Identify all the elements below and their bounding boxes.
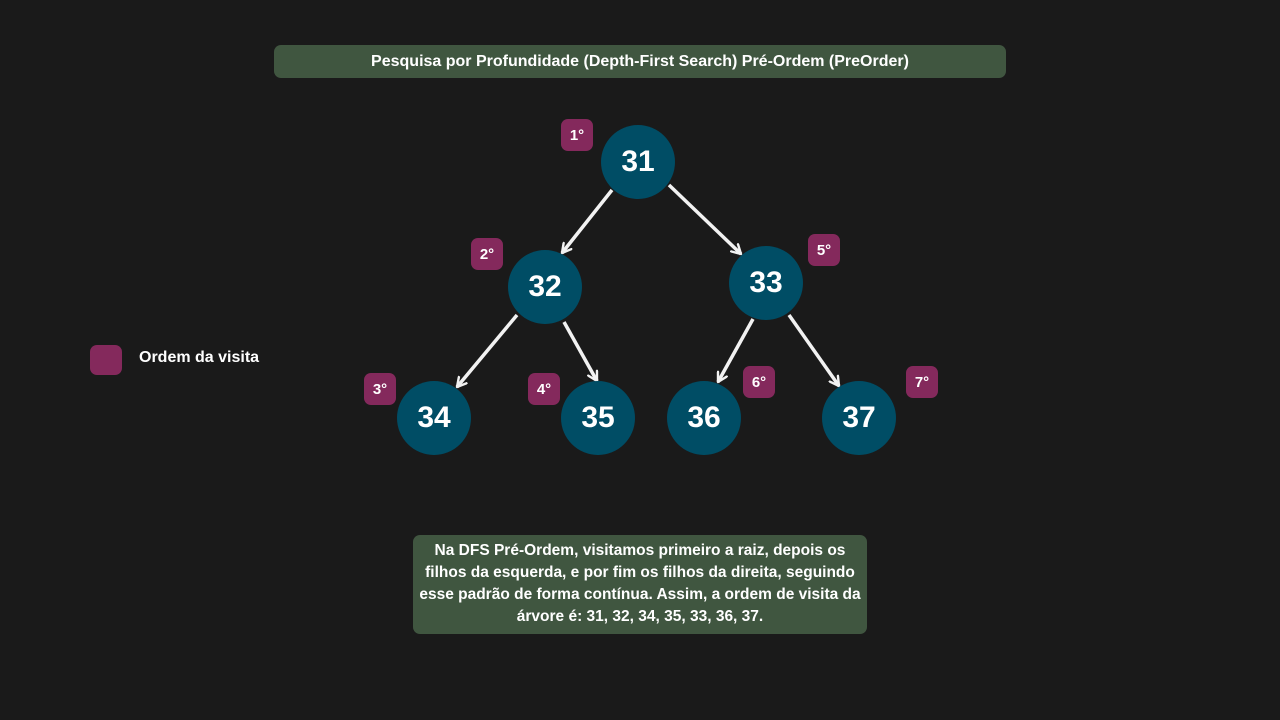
diagram-title: Pesquisa por Profundidade (Depth-First S… [274,45,1006,78]
visit-order-badge-31: 1° [561,119,593,151]
edge-31-33 [667,183,743,256]
tree-node-34: 34 [397,381,471,455]
explanation-panel: Na DFS Pré-Ordem, visitamos primeiro a r… [413,535,867,634]
edge-31-32 [560,188,614,253]
tree-node-35: 35 [561,381,635,455]
visit-order-badge-32: 2° [471,238,503,270]
edge-32-34 [455,313,519,387]
edge-32-35 [562,321,599,381]
visit-order-badge-35: 4° [528,373,560,405]
edge-33-36 [716,318,755,382]
visit-order-badge-37: 7° [906,366,938,398]
visit-order-badge-36: 6° [743,366,775,398]
visit-order-badge-34: 3° [364,373,396,405]
legend-label: Ordem da visita [139,349,260,366]
tree-node-37: 37 [822,381,896,455]
tree-node-32: 32 [508,250,582,324]
legend-swatch [90,345,122,375]
edge-33-37 [787,313,841,386]
tree-node-31: 31 [601,125,675,199]
tree-node-36: 36 [667,381,741,455]
visit-order-badge-33: 5° [808,234,840,266]
tree-node-33: 33 [729,246,803,320]
